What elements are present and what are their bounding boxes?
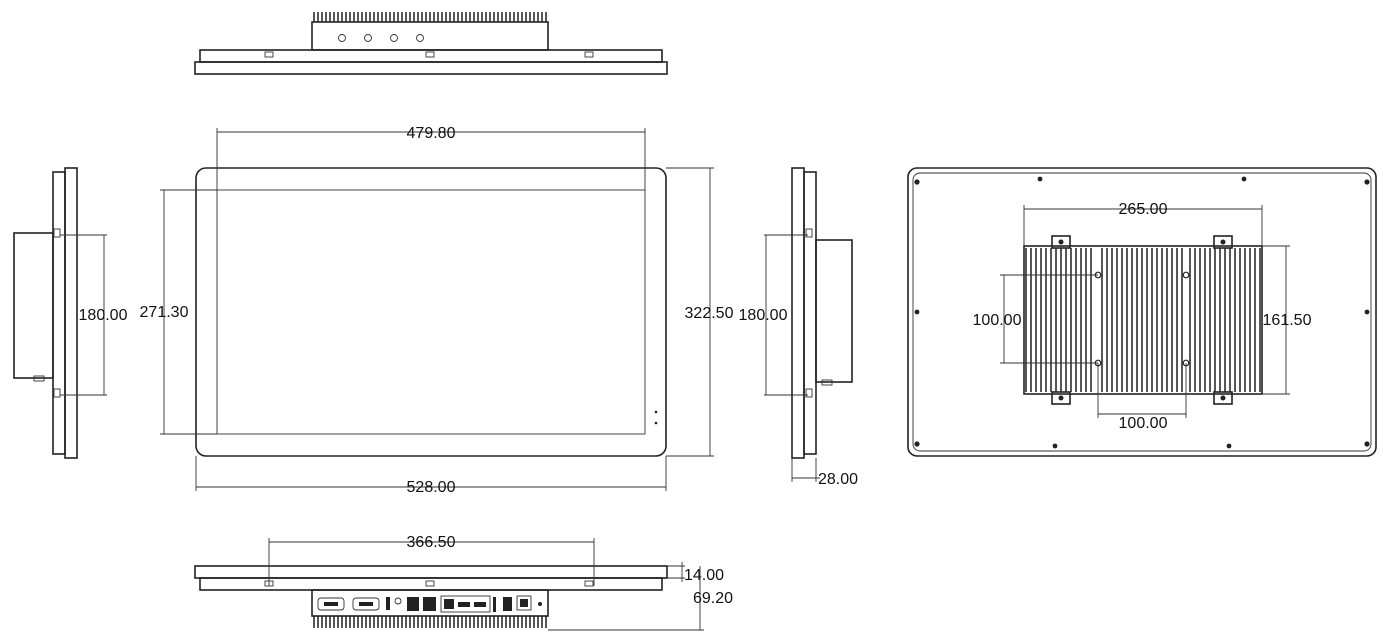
rear-heatsink-width-label: 265.00 bbox=[1119, 201, 1168, 218]
bottom-bezel-depth-label: 14.00 bbox=[684, 567, 724, 584]
bottom-heatsink-fins bbox=[313, 616, 547, 628]
left-mount-spacing-label: 180.00 bbox=[79, 307, 128, 324]
round-connector-icon bbox=[338, 34, 424, 42]
left-side-view: 180.00 bbox=[13, 167, 128, 459]
side-depth-label: 28.00 bbox=[818, 471, 858, 488]
bottom-mount-spacing-label: 366.50 bbox=[407, 534, 456, 551]
front-outer-height-label: 322.50 bbox=[685, 305, 734, 322]
front-view: 479.80 528.00 271.30 322.50 bbox=[140, 125, 734, 496]
bottom-view: 366.50 14.00 69.20 bbox=[194, 534, 733, 631]
top-view bbox=[194, 12, 668, 75]
front-display-height-label: 271.30 bbox=[140, 304, 189, 321]
rear-vesa-horizontal-label: 100.00 bbox=[1119, 415, 1168, 432]
rear-mount-tabs bbox=[1051, 235, 1233, 405]
right-mount-spacing-label: 180.00 bbox=[739, 307, 788, 324]
bottom-mount-clips bbox=[264, 580, 594, 587]
front-display-width-label: 479.80 bbox=[407, 125, 456, 142]
rear-vesa-vertical-label: 100.00 bbox=[973, 312, 1022, 329]
rear-view: 265.00 100.00 100.00 161.50 bbox=[907, 167, 1377, 457]
io-port-icon bbox=[317, 595, 542, 613]
front-outer-width-label: 528.00 bbox=[407, 479, 456, 496]
top-mount-clips bbox=[264, 51, 594, 58]
rear-heatsink-height-label: 161.50 bbox=[1263, 312, 1312, 329]
bottom-total-depth-label: 69.20 bbox=[693, 590, 733, 607]
right-side-view: 180.00 28.00 bbox=[739, 167, 858, 488]
rear-screw-holes bbox=[914, 176, 1370, 449]
rear-heatsink-fins bbox=[1025, 248, 1261, 392]
top-heatsink-fins bbox=[313, 12, 547, 22]
